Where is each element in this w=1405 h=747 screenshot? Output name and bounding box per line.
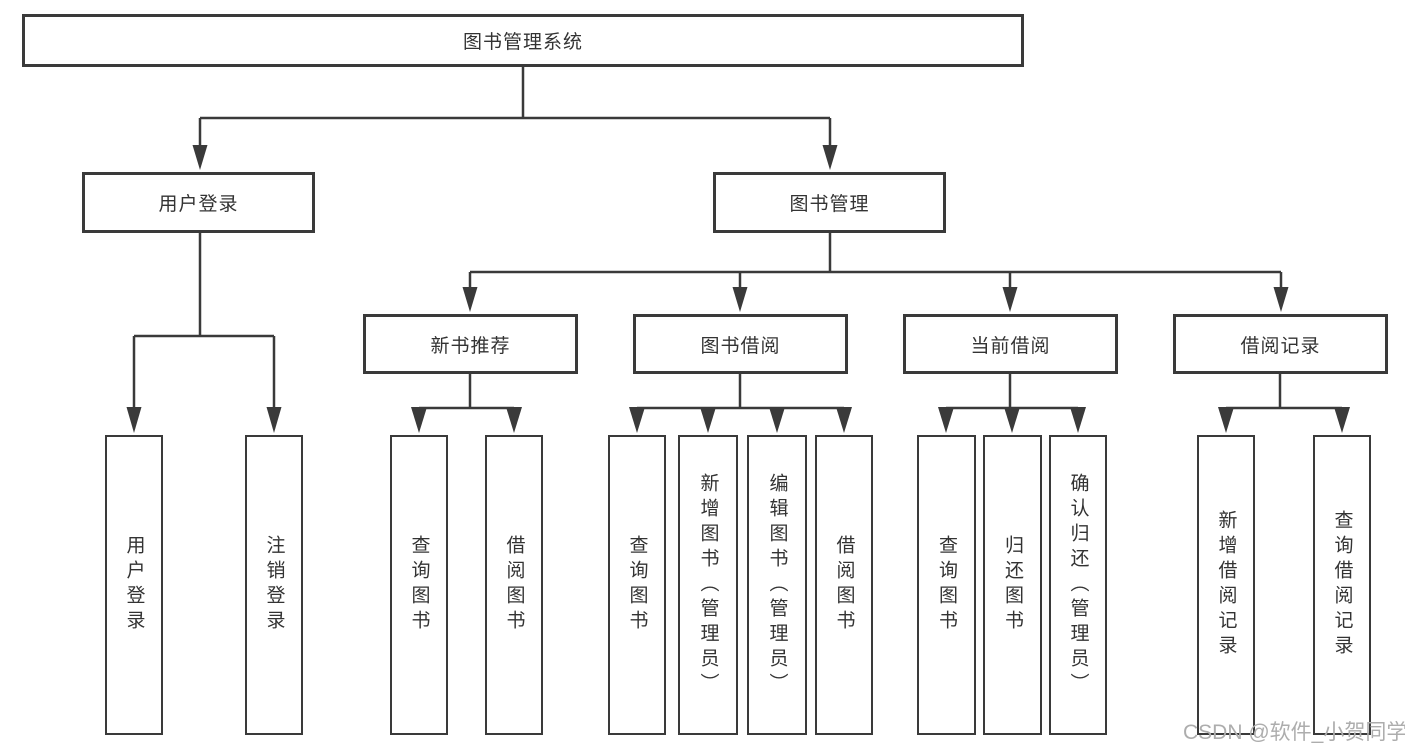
node-label: 确认归还（管理员） [1067, 472, 1089, 698]
node-label: 新书推荐 [430, 335, 511, 357]
node-leaf-query-books-1: 查询图书 [390, 435, 448, 735]
node-label: 借阅图书 [503, 535, 525, 635]
node-new-book-recommend: 新书推荐 [363, 314, 578, 374]
node-leaf-add-book-admin: 新增图书（管理员） [678, 435, 738, 735]
node-current-borrowing: 当前借阅 [903, 314, 1118, 374]
node-label: 图书借阅 [700, 335, 781, 357]
node-label: 借阅图书 [833, 535, 855, 635]
node-leaf-edit-book-admin: 编辑图书（管理员） [747, 435, 807, 735]
node-label: 注销登录 [263, 535, 285, 635]
node-label: 编辑图书（管理员） [766, 472, 788, 698]
node-leaf-add-borrow-record: 新增借阅记录 [1197, 435, 1255, 735]
node-leaf-borrow-books-1: 借阅图书 [485, 435, 543, 735]
node-label: 新增借阅记录 [1215, 510, 1237, 660]
node-label: 图书管理 [789, 194, 870, 215]
node-label: 新增图书（管理员） [697, 472, 719, 698]
node-book-borrowing: 图书借阅 [633, 314, 848, 374]
node-label: 用户登录 [158, 194, 239, 215]
node-leaf-query-books-2: 查询图书 [608, 435, 666, 735]
node-leaf-query-borrow-record: 查询借阅记录 [1313, 435, 1371, 735]
node-label: 查询借阅记录 [1331, 510, 1353, 660]
node-label: 用户登录 [123, 535, 145, 635]
node-leaf-borrow-books-2: 借阅图书 [815, 435, 873, 735]
node-leaf-user-login: 用户登录 [105, 435, 163, 735]
node-borrowing-records: 借阅记录 [1173, 314, 1388, 374]
node-label: 当前借阅 [970, 335, 1051, 357]
node-label: 归还图书 [1002, 535, 1023, 635]
node-leaf-return-books: 归还图书 [983, 435, 1042, 735]
node-label: 图书管理系统 [462, 32, 583, 53]
node-leaf-logout: 注销登录 [245, 435, 303, 735]
node-leaf-query-books-3: 查询图书 [917, 435, 976, 735]
csdn-watermark: CSDN @软件_小贺同学 [1183, 721, 1405, 744]
node-user-login: 用户登录 [82, 172, 315, 233]
node-label: 查询图书 [626, 535, 648, 635]
node-label: 查询图书 [936, 535, 957, 635]
node-label: 借阅记录 [1240, 335, 1321, 357]
node-library-management-system: 图书管理系统 [22, 14, 1024, 67]
node-leaf-confirm-return-admin: 确认归还（管理员） [1049, 435, 1107, 735]
node-book-management: 图书管理 [713, 172, 946, 233]
node-label: 查询图书 [408, 535, 430, 635]
